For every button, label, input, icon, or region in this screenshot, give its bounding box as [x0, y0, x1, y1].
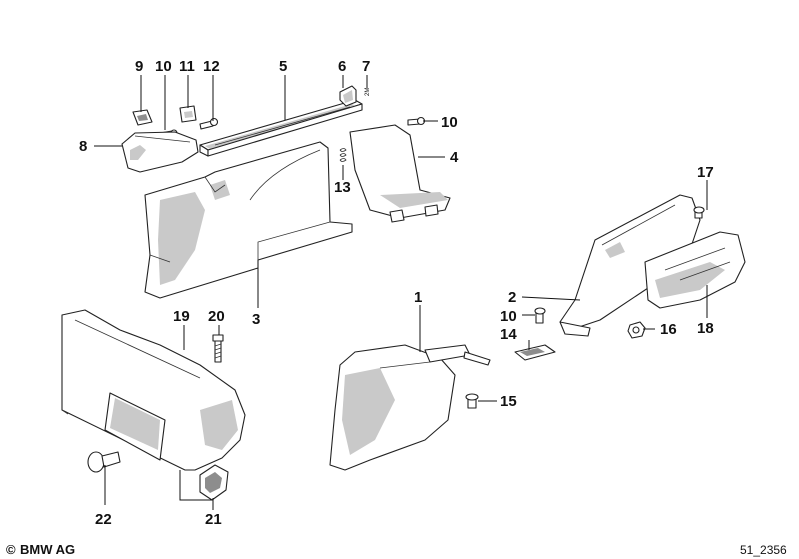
label-part-12: 12 [203, 58, 220, 75]
label-part-10-c: 10 [500, 308, 517, 325]
label-part-16: 16 [660, 321, 677, 338]
part-3-trim-panel [144, 141, 353, 299]
label-part-22: 22 [95, 511, 112, 528]
label-part-10-b: 10 [441, 114, 458, 131]
label-part-8: 8 [79, 138, 87, 155]
part-12-screw [199, 117, 219, 130]
label-part-17: 17 [697, 164, 714, 181]
diagram-code: 51_2356 [740, 543, 787, 557]
part-6-bracket [339, 85, 357, 107]
part-13-spring [339, 148, 347, 162]
part-10-screw-c [534, 307, 546, 324]
label-part-20: 20 [208, 308, 225, 325]
label-part-7: 7 [362, 58, 370, 75]
part-16-nut [627, 321, 646, 339]
label-part-10-a: 10 [155, 58, 172, 75]
label-part-14: 14 [500, 326, 517, 343]
part-5-strip [199, 99, 363, 157]
label-part-13: 13 [334, 179, 351, 196]
part-15-screw [465, 393, 479, 409]
part-9-clip [132, 109, 153, 126]
part-20-screw [212, 334, 224, 363]
label-part-3: 3 [252, 311, 260, 328]
part-8-cover [121, 131, 199, 173]
label-part-5: 5 [279, 58, 287, 75]
part-19-lower-panel [61, 309, 246, 471]
label-part-11: 11 [179, 58, 195, 75]
label-part-9: 9 [135, 58, 143, 75]
label-part-4: 4 [450, 149, 459, 166]
part-22-rivet [87, 451, 121, 473]
label-part-19: 19 [173, 308, 190, 325]
label-part-21: 21 [205, 511, 222, 528]
part-17-screw [693, 206, 705, 219]
leader-lines [94, 75, 708, 510]
label-part-2: 2 [508, 289, 516, 306]
copyright-symbol: © [6, 542, 16, 557]
part-number-labels: 9 10 11 12 5 6 7 8 10 4 13 3 1 2 10 14 1… [79, 58, 714, 528]
part-14-bracket [514, 344, 556, 361]
label-part-15: 15 [500, 393, 517, 410]
brand-name: BMW AG [20, 542, 75, 557]
part-18-liner [644, 231, 746, 309]
label-part-18: 18 [697, 320, 714, 337]
part-1-shell [329, 344, 491, 471]
part-10-screw-b [407, 116, 426, 126]
part-7-small-mark: 2M [365, 88, 371, 96]
part-7-mark: 2M [365, 88, 371, 96]
part-4-side-panel [349, 124, 451, 223]
part-21-clip [199, 464, 229, 501]
label-part-6: 6 [338, 58, 346, 75]
part-11-clip [179, 105, 197, 123]
footer: © BMW AG 51_2356 [6, 542, 787, 557]
label-part-1: 1 [414, 289, 422, 306]
